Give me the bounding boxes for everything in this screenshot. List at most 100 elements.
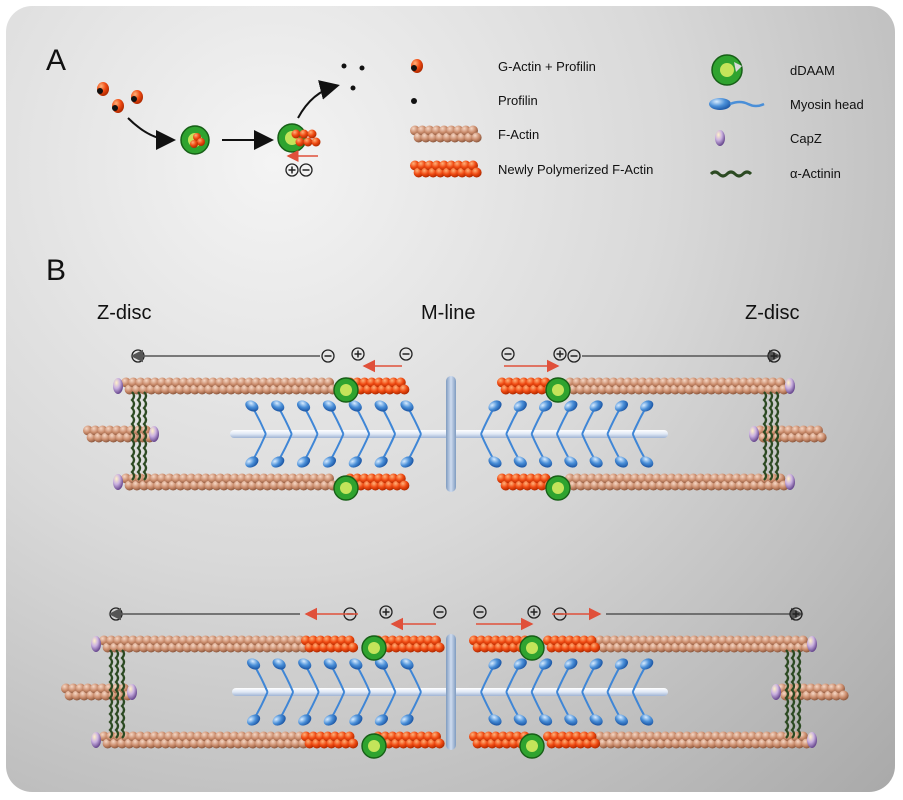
f-actin-filament: [99, 635, 309, 653]
released-profilin-icon: [341, 63, 347, 69]
legend-label-new-f-actin: Newly Polymerized F-Actin: [498, 162, 654, 177]
minus-end-icon: [567, 349, 581, 363]
f-actin-filament: [595, 635, 812, 653]
plus-end-icon: [285, 163, 299, 177]
myosin-head: [349, 714, 363, 726]
myosin-head: [614, 658, 628, 670]
g-actin-monomer-icon: [97, 82, 109, 96]
myosin-head: [349, 658, 363, 670]
minus-end-icon: [433, 605, 447, 619]
new-f-actin-filament: [543, 635, 601, 653]
new-f-actin-filament: [301, 635, 359, 653]
myosin-head: [614, 456, 628, 468]
ddaam-formin: [333, 377, 359, 403]
myosin-head: [374, 714, 388, 726]
myosin-head: [271, 456, 285, 468]
myosin-head: [513, 658, 527, 670]
myosin-head: [323, 658, 337, 670]
myosin-head: [374, 456, 388, 468]
capz-cap: [749, 426, 759, 442]
myosin-head: [640, 658, 654, 670]
m-line-label: M-line: [421, 302, 476, 324]
panel-a-scheme: [97, 63, 365, 177]
myosin-head: [640, 400, 654, 412]
myosin-head: [374, 400, 388, 412]
reaction-arrow: [127, 117, 176, 150]
myosin-head: [564, 400, 578, 412]
myosin-head: [245, 400, 259, 412]
panel-b-label: B: [46, 254, 67, 287]
myosin-head: [298, 658, 312, 670]
myosin-head: [272, 658, 286, 670]
sarcomere-late: [61, 605, 849, 759]
capz-cap: [785, 378, 795, 394]
legend-glyph-ddaam: [711, 54, 743, 86]
legend-glyph-f-actin: [410, 125, 482, 143]
myosin-head: [323, 714, 337, 726]
alpha-actinin-crosslink: [784, 649, 802, 739]
myosin-head: [348, 400, 362, 412]
myosin-head: [640, 456, 654, 468]
myosin-head: [640, 714, 654, 726]
alpha-actinin-crosslink: [130, 391, 148, 481]
myosin-head: [488, 456, 502, 468]
myosin-head: [513, 456, 527, 468]
myosin-head: [564, 714, 578, 726]
released-profilin-icon: [359, 65, 365, 71]
minus-end-icon: [399, 347, 413, 361]
myosin-head: [539, 456, 553, 468]
myosin-head: [247, 658, 261, 670]
myosin-head: [589, 714, 603, 726]
capz-cap: [127, 684, 137, 700]
m-line-bar: [446, 634, 456, 750]
myosin-head: [488, 714, 502, 726]
ddaam-formin: [361, 635, 387, 661]
myosin-head: [400, 456, 414, 468]
legend-glyph-new-f-actin: [410, 160, 482, 178]
ddaam-with-actin-icon: [180, 125, 210, 155]
legend-label-ddaam: dDAAM: [790, 63, 835, 78]
plus-end-icon: [351, 347, 365, 361]
ddaam-formin: [545, 475, 571, 501]
plus-end-icon: [553, 347, 567, 361]
myosin-head: [297, 456, 311, 468]
released-profilin-icon: [350, 85, 356, 91]
myosin-head: [564, 456, 578, 468]
capz-cap: [807, 636, 817, 652]
plus-end-icon: [789, 607, 803, 621]
z-disc-right-label: Z-disc: [745, 302, 800, 324]
f-actin-filament: [565, 377, 789, 395]
myosin-head: [539, 714, 553, 726]
new-f-actin-filament: [543, 731, 601, 749]
plus-end-icon: [379, 605, 393, 619]
myosin-head: [400, 658, 414, 670]
minus-end-icon: [299, 163, 313, 177]
ddaam-formin: [519, 635, 545, 661]
g-actin-monomer-icon: [112, 99, 124, 113]
capz-cap: [113, 378, 123, 394]
f-actin-filament: [595, 731, 812, 749]
myosin-head: [322, 400, 336, 412]
myosin-head: [297, 400, 311, 412]
myosin-head: [400, 400, 414, 412]
legend-label-alpha-actinin: α-Actinin: [790, 166, 841, 181]
myosin-head: [322, 456, 336, 468]
legend-glyph-capz: [715, 130, 725, 146]
legend-glyph-profilin: [411, 98, 417, 104]
f-actin-filament: [121, 377, 338, 395]
legend-label-f-actin: F-Actin: [498, 127, 540, 142]
f-actin-filament: [99, 731, 309, 749]
sarcomere-early: [83, 347, 827, 501]
myosin-head: [298, 714, 312, 726]
capz-cap: [149, 426, 159, 442]
plus-end-icon: [527, 605, 541, 619]
legend-glyph-alpha-actinin: [709, 170, 753, 178]
plus-end-icon: [767, 349, 781, 363]
capz-cap: [91, 732, 101, 748]
minus-end-icon: [321, 349, 335, 363]
reaction-arrow: [297, 80, 340, 119]
myosin-head: [589, 400, 603, 412]
ddaam-formin: [333, 475, 359, 501]
